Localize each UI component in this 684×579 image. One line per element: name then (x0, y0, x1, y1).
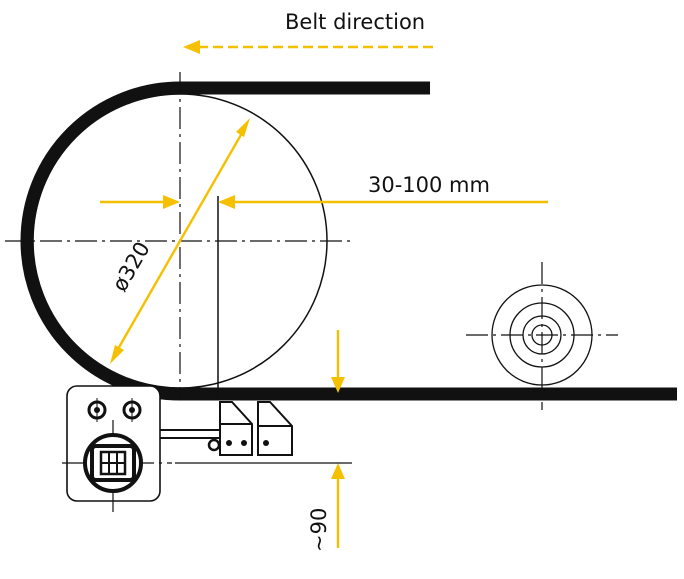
height-label: ~90 (307, 508, 331, 552)
belt-direction-label: Belt direction (285, 10, 425, 34)
belt-direction-arrow (183, 40, 433, 54)
diameter-label: ø320 (108, 238, 155, 296)
distance-dimension (100, 195, 548, 209)
height-dimension (175, 330, 352, 548)
distance-label: 30-100 mm (368, 173, 490, 197)
bolted-bracket-icon (62, 385, 172, 512)
diameter-dimension (110, 118, 250, 364)
scraper-arm-brackets (160, 401, 293, 456)
conveyor-belt (20, 81, 677, 401)
idler-roller-icon (466, 262, 618, 410)
